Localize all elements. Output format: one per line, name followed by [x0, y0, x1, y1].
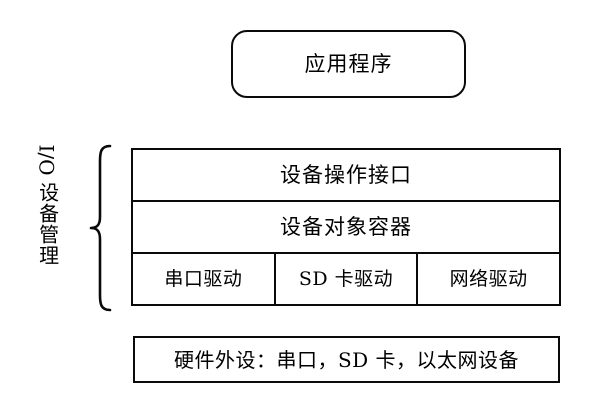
serial-port-driver-label: 串口驱动: [164, 267, 243, 290]
sd-card-driver-label: SD 卡驱动: [298, 267, 394, 290]
io-stack-table: 设备操作接口 设备对象容器 串口驱动 SD 卡驱动 网络驱动: [131, 148, 561, 306]
curly-brace-svg: [89, 144, 112, 312]
application-program-box: 应用程序: [231, 30, 466, 98]
device-object-container-label: 设备对象容器: [280, 214, 412, 239]
left-curly-brace-icon: [88, 143, 114, 313]
device-operation-interface-row: 设备操作接口: [133, 150, 559, 202]
device-management-label-text: 设备管理: [35, 182, 60, 266]
sd-card-driver-cell: SD 卡驱动: [273, 254, 417, 304]
hardware-peripherals-box: 硬件外设：串口，SD 卡，以太网设备: [133, 336, 560, 383]
serial-port-driver-cell: 串口驱动: [133, 254, 274, 304]
hardware-peripherals-label: 硬件外设：串口，SD 卡，以太网设备: [173, 347, 520, 372]
application-program-label: 应用程序: [304, 51, 393, 76]
driver-row: 串口驱动 SD 卡驱动 网络驱动: [133, 254, 559, 304]
io-label-text: I/O: [34, 144, 59, 176]
network-driver-label: 网络驱动: [449, 267, 528, 290]
io-device-management-label: I/O 设备管理: [30, 140, 64, 310]
device-operation-interface-label: 设备操作接口: [280, 162, 412, 187]
device-object-container-row: 设备对象容器: [133, 202, 559, 254]
network-driver-cell: 网络驱动: [416, 254, 559, 304]
